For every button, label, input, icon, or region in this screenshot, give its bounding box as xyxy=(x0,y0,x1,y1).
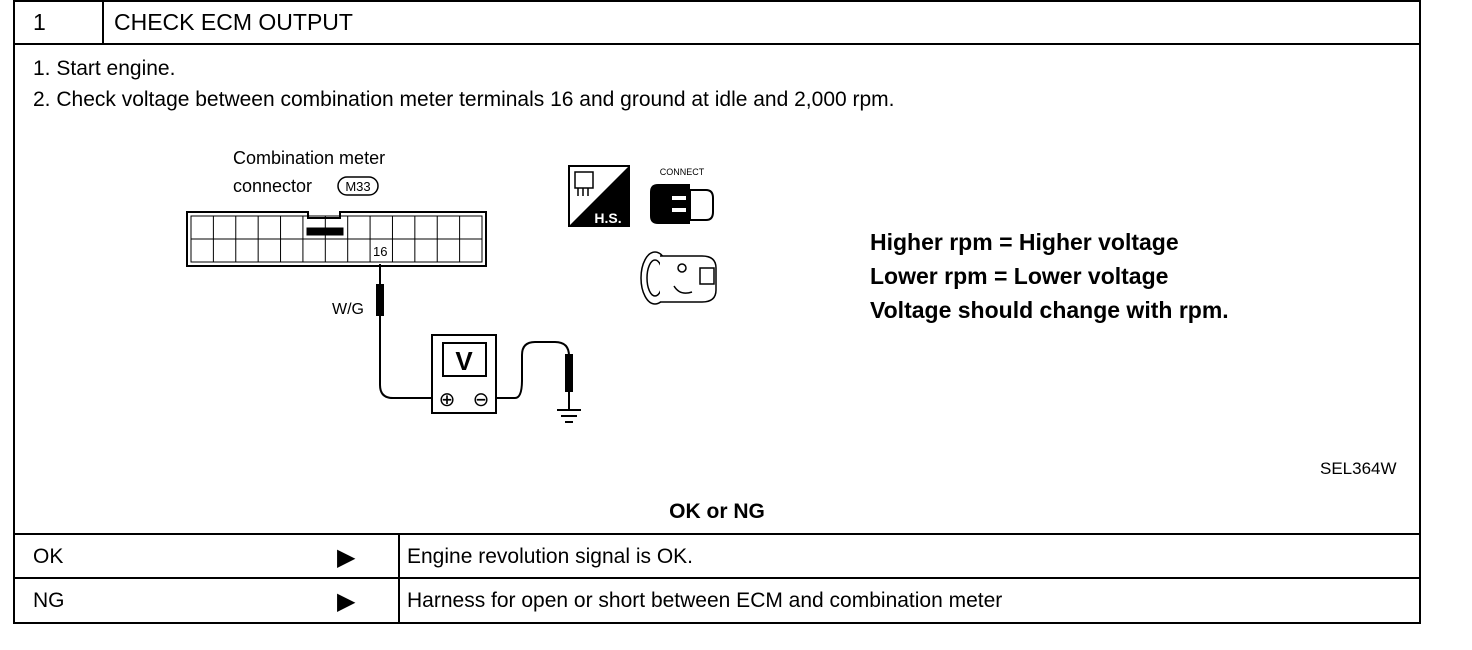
step-title: CHECK ECM OUTPUT xyxy=(114,9,353,35)
terminal-number: 16 xyxy=(373,244,387,259)
key-ignition-icon xyxy=(640,251,717,305)
reference-code: SEL364W xyxy=(1320,459,1397,478)
header-divider xyxy=(102,0,104,45)
connector-connect-icon: CONNECT xyxy=(650,167,714,224)
plus-terminal-icon: ⊕ xyxy=(439,389,456,411)
result-row-divider xyxy=(15,577,1419,579)
result-ok-label: OK xyxy=(33,545,64,568)
voltmeter-symbol: V xyxy=(455,346,473,376)
result-column-divider xyxy=(398,533,400,624)
instruction-2: 2. Check voltage between combination met… xyxy=(33,88,895,111)
wire-color-label: W/G xyxy=(332,301,364,318)
harness-side-icon: H.S. xyxy=(568,165,630,227)
connector-label-line1: Combination meter xyxy=(233,148,385,168)
check-step-table: 1 CHECK ECM OUTPUT 1. Start engine. 2. C… xyxy=(13,0,1421,624)
result-heading: OK or NG xyxy=(669,500,765,523)
connect-label: CONNECT xyxy=(660,167,705,177)
instruction-1: 1. Start engine. xyxy=(33,57,176,80)
combination-meter-connector xyxy=(186,211,487,267)
table-top-border xyxy=(15,0,1419,2)
note-lower-rpm: Lower rpm = Lower voltage xyxy=(870,263,1169,289)
note-higher-rpm: Higher rpm = Higher voltage xyxy=(870,229,1179,255)
minus-terminal-icon: ⊖ xyxy=(473,389,490,411)
result-ok-arrow-icon: ▶ xyxy=(337,544,356,571)
result-ok-description: Engine revolution signal is OK. xyxy=(407,545,693,568)
note-voltage-change: Voltage should change with rpm. xyxy=(870,297,1229,323)
connector-id: M33 xyxy=(345,179,370,194)
probe-wire xyxy=(376,264,432,399)
result-ng-arrow-icon: ▶ xyxy=(337,588,356,615)
result-ng-label: NG xyxy=(33,589,65,612)
result-top-border xyxy=(15,533,1419,535)
step-number: 1 xyxy=(33,9,46,35)
hs-label: H.S. xyxy=(594,210,621,226)
result-ng-description: Harness for open or short between ECM an… xyxy=(407,589,1003,612)
connector-id-badge: M33 xyxy=(337,176,379,196)
header-bottom-border xyxy=(15,43,1419,45)
voltmeter: V ⊕ ⊖ xyxy=(431,334,497,414)
ground-lead xyxy=(496,341,581,423)
connector-label-line2: connector xyxy=(233,176,312,196)
